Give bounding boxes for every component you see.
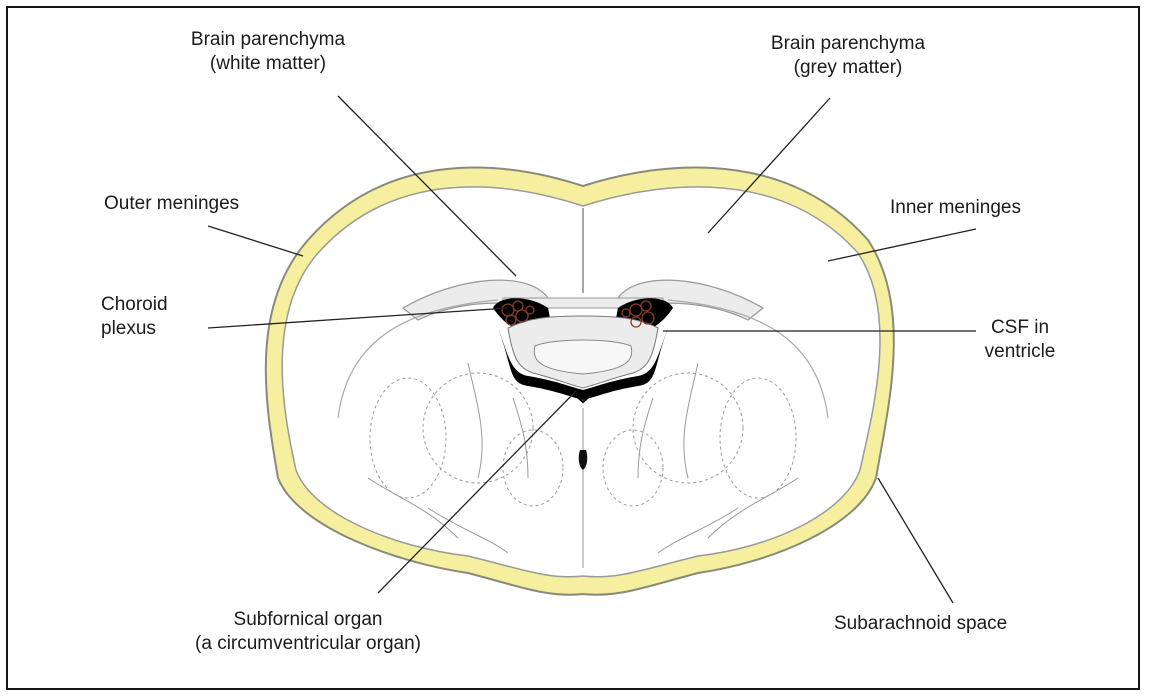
label-subfornical-organ-line1: Subfornical organ	[158, 608, 458, 632]
label-white-matter-line1: Brain parenchyma	[168, 28, 368, 52]
label-csf-ventricle-line1: CSF in	[970, 316, 1070, 340]
label-subfornical-organ: Subfornical organ (a circumventricular o…	[158, 608, 458, 656]
label-subarachnoid-space-line1: Subarachnoid space	[834, 612, 1007, 636]
label-csf-ventricle: CSF in ventricle	[970, 316, 1070, 364]
label-choroid-plexus: Choroid plexus	[101, 293, 168, 341]
label-choroid-plexus-line1: Choroid	[101, 293, 168, 317]
label-inner-meninges-line1: Inner meninges	[890, 196, 1021, 220]
label-white-matter: Brain parenchyma (white matter)	[168, 28, 368, 76]
label-grey-matter-line2: (grey matter)	[748, 56, 948, 80]
label-white-matter-line2: (white matter)	[168, 52, 368, 76]
label-outer-meninges: Outer meninges	[104, 192, 239, 216]
leader-subarachnoid-space	[878, 478, 953, 603]
label-subfornical-organ-line2: (a circumventricular organ)	[158, 632, 458, 656]
leader-outer-meninges	[208, 226, 303, 256]
diagram-frame: Brain parenchyma (white matter) Brain pa…	[6, 6, 1140, 690]
label-choroid-plexus-line2: plexus	[101, 317, 168, 341]
label-grey-matter: Brain parenchyma (grey matter)	[748, 32, 948, 80]
label-subarachnoid-space: Subarachnoid space	[834, 612, 1007, 636]
label-outer-meninges-line1: Outer meninges	[104, 192, 239, 216]
label-inner-meninges: Inner meninges	[890, 196, 1021, 220]
label-grey-matter-line1: Brain parenchyma	[748, 32, 948, 56]
label-csf-ventricle-line2: ventricle	[970, 340, 1070, 364]
